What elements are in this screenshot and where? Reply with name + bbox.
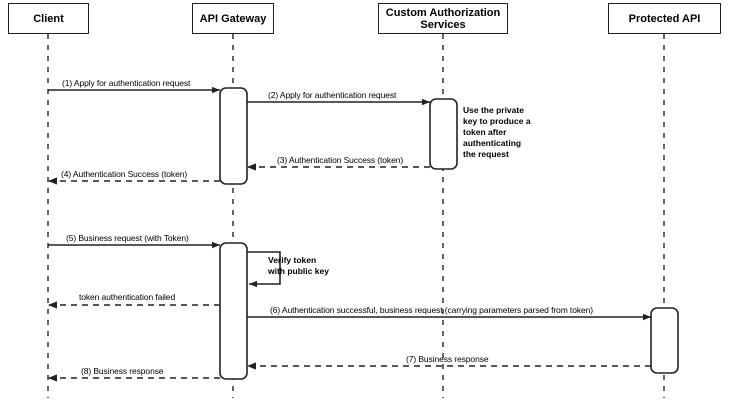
message-label-1: (1) Apply for authentication request — [62, 78, 191, 88]
message-label-2: (2) Apply for authentication request — [268, 90, 397, 100]
lifelines-group — [47, 34, 665, 398]
activation-bar-act-gateway-1 — [219, 87, 248, 185]
participant-header-gateway[interactable]: API Gateway — [192, 3, 274, 34]
self-message-group — [247, 251, 281, 288]
self-message-line-2: with public key — [268, 266, 329, 276]
activation-bars-group — [219, 87, 679, 380]
self-message-arrow-verify-token — [247, 251, 281, 288]
message-label-3: (3) Authentication Success (token) — [277, 155, 404, 165]
activation-bar-act-api-1 — [650, 307, 679, 374]
message-label-6: (6) Authentication successful, business … — [270, 305, 593, 315]
activation-bar-act-auth-1 — [429, 98, 458, 170]
participant-header-client[interactable]: Client — [8, 3, 89, 34]
participant-label-api: Protected API — [628, 12, 701, 25]
activation-bar-act-gateway-2 — [219, 242, 248, 380]
participant-header-auth[interactable]: Custom Authorization Services — [378, 3, 508, 34]
participant-header-api[interactable]: Protected API — [608, 3, 721, 34]
message-label-4: (4) Authentication Success (token) — [61, 169, 188, 179]
note-line: the request — [463, 149, 509, 159]
note-line: authenticating — [463, 138, 522, 148]
note-line: key to produce a — [463, 116, 531, 126]
note-line: Use the private — [463, 105, 524, 115]
message-label-8: (8) Business response — [81, 366, 164, 376]
message-arrows-group — [48, 86, 651, 382]
self-message-line-1: Verify token — [268, 255, 317, 265]
message-label-unnumbered-5: token authentication failed — [79, 292, 176, 302]
message-label-7: (7) Business response — [406, 354, 489, 364]
note-line: token after — [463, 127, 507, 137]
participant-label-auth: Custom Authorization Services — [385, 6, 501, 31]
participant-label-gateway: API Gateway — [199, 12, 267, 25]
message-label-5: (5) Business request (with Token) — [66, 233, 189, 243]
participant-label-client: Client — [33, 12, 64, 25]
